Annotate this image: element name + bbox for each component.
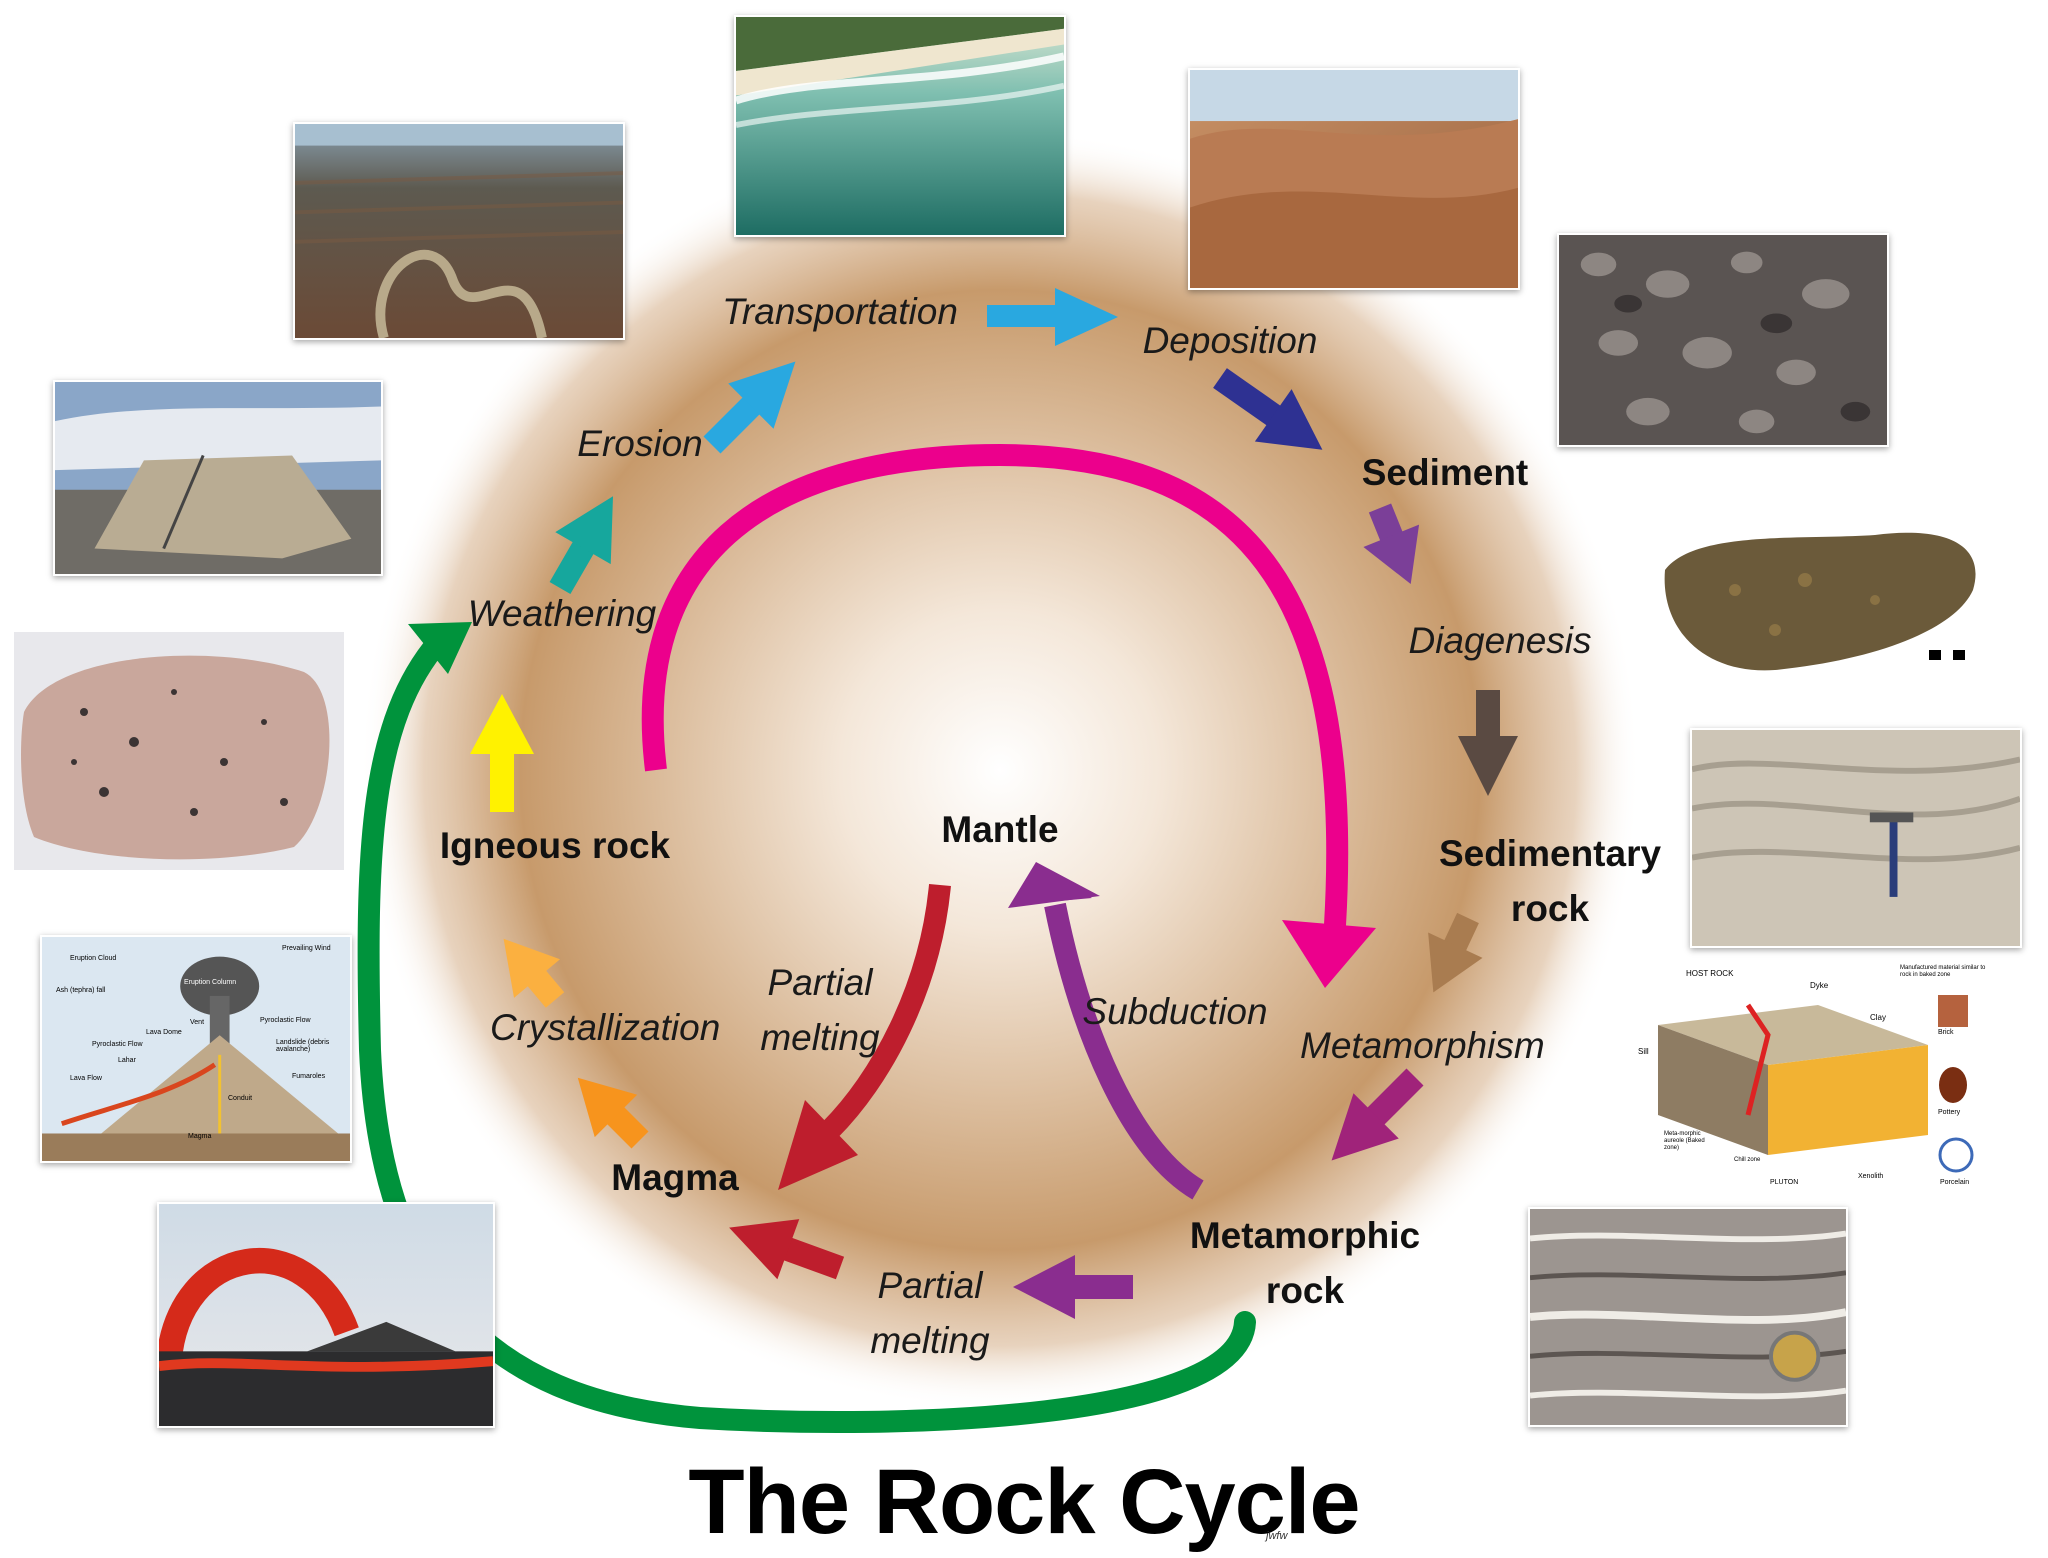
volcano-label-lava-flow: Lava Flow [70,1075,102,1082]
desert-dunes-photo [1188,68,1520,290]
hammer-icon [1889,818,1898,897]
crystallization-arrow [577,1077,649,1149]
partial-melting-lower-arrow [1013,1255,1133,1319]
label-metamorphic-rock: Metamorphic rock [1189,1215,1421,1311]
label-weathering: Weathering [467,593,657,634]
weathering-arrow [470,694,534,812]
label-partial-melting-lower: Partial melting [870,1265,990,1361]
conglomerate-photo [1655,510,1988,685]
coin-icon [1768,1330,1821,1382]
background-glow [360,130,1640,1410]
page-title: The Rock Cycle [688,1451,1360,1553]
label-brick: Brick [1938,1029,1954,1036]
label-chill-zone: Chill zone [1734,1157,1761,1163]
uplift-arrow-head [408,622,472,674]
volcano-label-ash-fall: Ash (tephra) fall [56,987,106,994]
volcano-label-pyroclastic-flow-left: Pyroclastic Flow [92,1041,143,1048]
label-sill: Sill [1638,1047,1649,1056]
label-dyke: Dyke [1810,981,1829,990]
volcano-label-lava-dome: Lava Dome [146,1029,182,1036]
diagenesis-arrow [1458,690,1518,796]
credit-text: jwfw [1266,1530,1288,1542]
volcano-diagram: Eruption Cloud Prevailing Wind Eruption … [40,935,352,1163]
erosion-arrow [549,496,613,594]
cycle-arrow-head [1282,920,1376,988]
label-igneous-rock: Igneous rock [439,825,671,866]
erosion-to-transport-arrow [703,361,796,454]
volcano-label-landslide: Landslide (debris avalanche) [276,1039,330,1053]
volcano-label-conduit: Conduit [228,1095,253,1102]
subduction-arrow [1008,862,1204,1200]
volcano-label-vent: Vent [190,1019,205,1026]
igneous-arrow [503,938,565,1008]
label-porcelain: Porcelain [1940,1179,1970,1186]
label-pluton: PLUTON [1770,1179,1799,1186]
metamorphism-arrow [1331,1068,1424,1161]
sandstone-outcrop-photo [1690,728,2022,948]
volcano-label-pyroclastic-flow-right: Pyroclastic Flow [260,1017,311,1024]
volcano-label-magma: Magma [188,1133,212,1140]
sedimentary-arrow [1428,912,1483,993]
volcano-label-prevailing-wind: Prevailing Wind [282,945,331,952]
beach-photo [734,15,1066,237]
lava-fountain-photo [157,1202,495,1428]
deposition-arrow [1213,368,1323,450]
label-sediment: Sediment [1361,452,1529,493]
label-metamorphism: Metamorphism [1300,1025,1545,1066]
label-pottery: Pottery [1938,1109,1961,1116]
sediment-arrow [1363,503,1420,585]
volcano-label-eruption-column: Eruption Column [184,979,237,986]
label-aureole: Meta-morphic aureole (Baked zone) [1664,1131,1705,1151]
glacial-boulder-photo [53,380,383,576]
label-magma: Magma [611,1157,739,1198]
pebbles-photo [1557,233,1889,447]
magma-arrow [729,1219,845,1280]
label-manufactured: Manufactured material similar to rock in… [1900,965,1986,978]
granite-photo [14,632,344,870]
label-crystallization: Crystallization [490,1007,721,1048]
label-clay: Clay [1870,1013,1887,1022]
cycle-arrow [641,443,1349,926]
label-deposition: Deposition [1142,320,1318,361]
scale-bar [1929,650,1965,660]
canyon-photo [293,122,625,340]
volcano-label-eruption-cloud: Eruption Cloud [70,955,117,962]
label-mantle: Mantle [941,809,1059,850]
partial-melting-mantle-arrow [778,883,951,1190]
label-partial-melting-mantle: Partial melting [760,962,880,1058]
label-xenolith: Xenolith [1858,1173,1884,1180]
label-subduction: Subduction [1082,991,1268,1032]
label-diagenesis: Diagenesis [1408,620,1592,661]
label-erosion: Erosion [577,423,703,464]
label-transportation: Transportation [722,291,958,332]
volcano-label-lahar: Lahar [118,1057,136,1064]
contact-metamorphism-diagram: HOST ROCK Dyke Clay Sill Manufactured ma… [1638,965,1988,1197]
label-sedimentary-rock: Sedimentary rock [1438,833,1662,929]
label-host-rock: HOST ROCK [1686,969,1734,978]
gneiss-photo [1528,1207,1848,1427]
volcano-label-fumaroles: Fumaroles [292,1073,326,1080]
transportation-arrow [987,288,1118,346]
